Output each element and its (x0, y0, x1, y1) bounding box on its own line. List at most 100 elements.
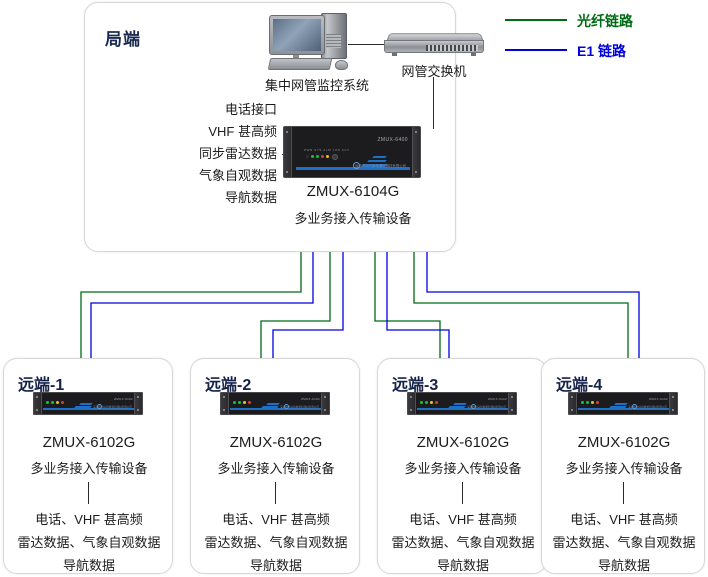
pc-monitor-icon (269, 15, 325, 55)
rack-accent-slash-2 (367, 160, 387, 162)
rack-brand-mark (97, 404, 102, 409)
pc-mouse-icon (335, 60, 348, 70)
rack-accent-slash-2 (266, 403, 280, 405)
rack-status-leds (46, 401, 64, 404)
rack-accent-bar (296, 167, 410, 170)
central-service-item: 同步雷达数据 (198, 146, 277, 161)
rack-ear-left (569, 393, 577, 414)
pc-keyboard-icon (267, 58, 333, 70)
rack-accent-slash-2 (614, 403, 628, 405)
rack-accent-bar (43, 408, 134, 410)
rack-faceplate-model: ZMUX-6102 (301, 397, 320, 401)
rack-brand-text: 深圳市中兴新地通信器材有限公司 (628, 406, 667, 409)
switch-label: 网管交换机 (401, 64, 467, 79)
rack-ear-right (134, 393, 142, 414)
central-device-model: ZMUX-6104G (306, 183, 400, 200)
rack-accent-slash-2 (453, 403, 467, 405)
rack-accent-bar (417, 408, 508, 410)
remote-site-panel-3: 远端-3 ZMUX-6102G 多业务接入传输设备 电话、VHF 甚高频 雷达数… (377, 358, 547, 574)
rack-ear-left (221, 393, 229, 414)
zmux-6102g-device-image-3: ZMUX-6102 深圳市中兴新地通信器材有限公司 (407, 392, 517, 415)
central-service-item: 气象自观数据 (198, 168, 277, 183)
central-office-panel: 局端 集中网管监控系统 网管交换机 (84, 2, 484, 252)
legend-label-e1: E1 链路 (577, 43, 627, 59)
remote-service-item-2b: 雷达数据、气象自观数据 (204, 535, 348, 550)
rack-brand-mark (632, 404, 637, 409)
rack-brand-text: 深圳市中兴新地通信器材有限公司 (467, 406, 506, 409)
remote-site-title-1: 远端-1 (18, 377, 65, 394)
remote-service-item-2c: 导航数据 (249, 558, 303, 573)
remote-service-item-4a: 电话、VHF 甚高频 (570, 512, 678, 527)
rack-status-leds (233, 401, 251, 404)
central-service-item: 导航数据 (224, 190, 277, 205)
rack-ear-right (412, 127, 420, 177)
switch-foot-right (471, 53, 476, 56)
central-device-description: 多业务接入传输设备 (294, 211, 412, 226)
rack-brand-mark (353, 162, 360, 169)
rack-ear-left (284, 127, 292, 177)
wire-device-to-services-1 (88, 482, 89, 504)
remote-site-title-4: 远端-4 (556, 377, 603, 394)
rack-port-labels: PWR SYS ALM LOS ACT (304, 148, 350, 152)
wire-device-to-services-4 (623, 482, 624, 504)
rack-faceplate-model: ZMUX-6400 (377, 137, 408, 143)
zmux-6102g-device-image-1: ZMUX-6102 深圳市中兴新地通信器材有限公司 (33, 392, 143, 415)
remote-service-item-2a: 电话、VHF 甚高频 (222, 512, 330, 527)
network-switch-icon (382, 33, 486, 57)
central-office-title: 局端 (105, 30, 141, 49)
legend-label-fiber: 光纤链路 (577, 13, 633, 29)
remote-device-description-1: 多业务接入传输设备 (30, 461, 148, 476)
rack-brand-mark (284, 404, 289, 409)
pc-screen (273, 19, 321, 51)
switch-front-face (384, 40, 484, 53)
rack-status-leds (581, 401, 599, 404)
legend-line-e1-icon (505, 49, 567, 51)
rack-brand-mark (471, 404, 476, 409)
rack-ear-right (321, 393, 329, 414)
rack-accent-slash-1 (261, 406, 279, 408)
remote-site-panel-4: 远端-4 ZMUX-6102G 多业务接入传输设备 电话、VHF 甚高频 雷达数… (541, 358, 705, 574)
rack-accent-slash-3 (372, 156, 387, 158)
remote-device-model-4: ZMUX-6102G (577, 434, 671, 451)
rack-ear-right (508, 393, 516, 414)
central-service-item: 电话接口 (224, 102, 277, 117)
remote-service-item-3c: 导航数据 (436, 558, 490, 573)
rack-accent-slash-1 (448, 406, 466, 408)
rack-status-leds (420, 401, 438, 404)
zmux-6102g-device-image-4: ZMUX-6102 深圳市中兴新地通信器材有限公司 (568, 392, 678, 415)
wire-switch-to-device (433, 77, 434, 129)
zmux-6102g-device-image-2: ZMUX-6102 深圳市中兴新地通信器材有限公司 (220, 392, 330, 415)
rack-faceplate-model: ZMUX-6102 (114, 397, 133, 401)
switch-foot-left (392, 53, 397, 56)
central-service-item: VHF 甚高频 (208, 124, 277, 139)
rack-accent-slash-1 (609, 406, 627, 408)
wire-pc-to-switch (348, 44, 384, 45)
remote-service-item-1b: 雷达数据、气象自观数据 (17, 535, 161, 550)
remote-device-model-1: ZMUX-6102G (42, 434, 136, 451)
remote-site-title-2: 远端-2 (205, 377, 252, 394)
rack-accent-bar (230, 408, 321, 410)
rack-faceplate-model: ZMUX-6102 (649, 397, 668, 401)
remote-device-description-2: 多业务接入传输设备 (217, 461, 335, 476)
remote-service-item-4b: 雷达数据、气象自观数据 (552, 535, 696, 550)
remote-service-item-3a: 电话、VHF 甚高频 (409, 512, 517, 527)
remote-device-model-2: ZMUX-6102G (229, 434, 323, 451)
rack-ear-left (34, 393, 42, 414)
rack-ear-right (669, 393, 677, 414)
rack-brand-text: 深圳市中兴新地通信器材有限公司 (355, 164, 406, 168)
remote-site-title-3: 远端-3 (392, 377, 439, 394)
remote-service-item-1a: 电话、VHF 甚高频 (35, 512, 143, 527)
remote-service-item-4c: 导航数据 (597, 558, 651, 573)
nms-workstation-icon (263, 11, 371, 71)
remote-device-description-3: 多业务接入传输设备 (404, 461, 522, 476)
switch-ports-icon (426, 45, 478, 51)
rack-accent-slash-2 (79, 403, 93, 405)
rack-faceplate-model: ZMUX-6102 (488, 397, 507, 401)
rack-brand-text: 深圳市中兴新地通信器材有限公司 (93, 406, 132, 409)
wire-device-to-services-3 (462, 482, 463, 504)
rack-ear-left (408, 393, 416, 414)
wire-device-to-services-2 (275, 482, 276, 504)
rack-accent-bar (578, 408, 669, 410)
remote-service-item-3b: 雷达数据、气象自观数据 (391, 535, 535, 550)
